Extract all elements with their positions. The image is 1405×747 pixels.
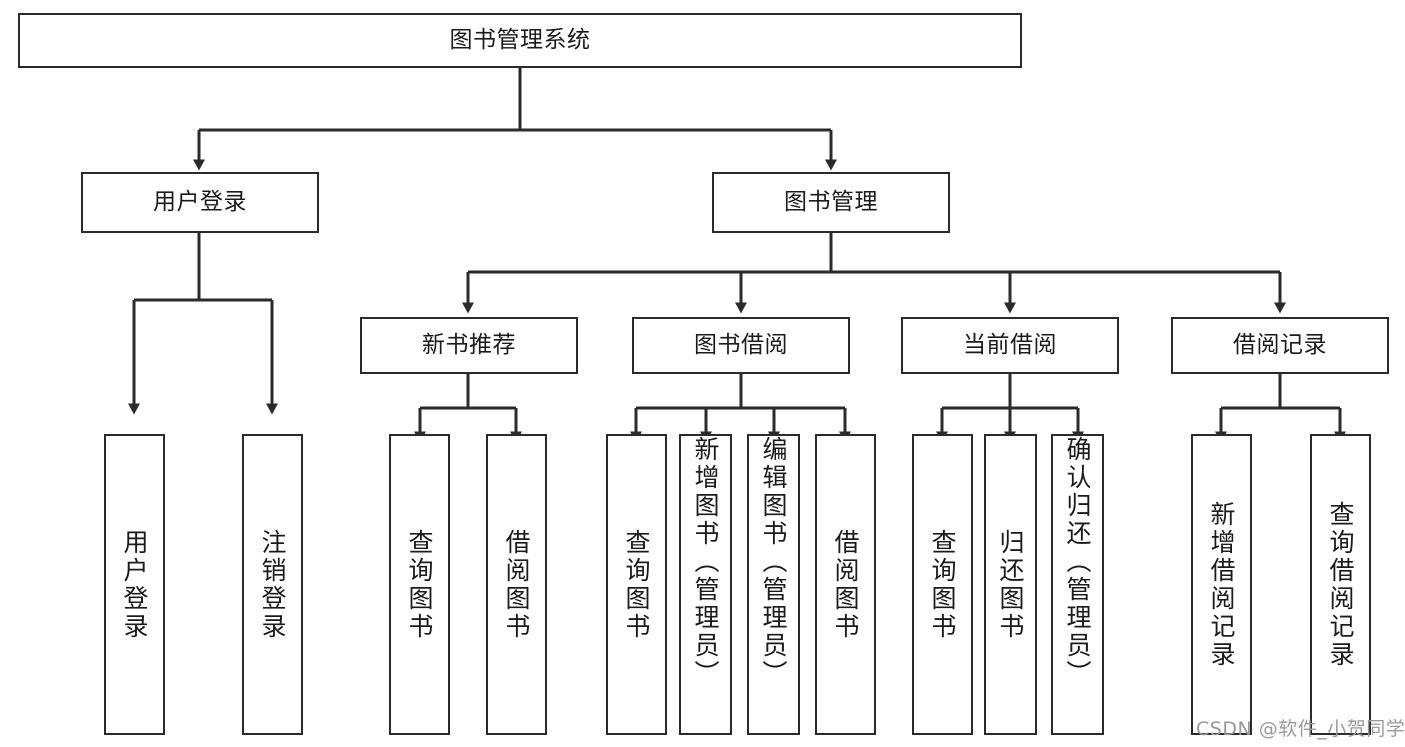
leaf-bb-add-book[interactable]: 新增图书（管理员） bbox=[679, 434, 732, 735]
node-label: 用户登录 bbox=[120, 528, 149, 641]
node-label: 归还图书 bbox=[996, 528, 1025, 641]
node-label: 查询借阅记录 bbox=[1326, 500, 1355, 669]
node-label: 查询图书 bbox=[405, 528, 434, 641]
node-label: 图书借阅 bbox=[694, 331, 788, 358]
node-user-login[interactable]: 用户登录 bbox=[81, 172, 319, 233]
node-label: 查询图书 bbox=[622, 528, 651, 641]
leaf-br-add-record[interactable]: 新增借阅记录 bbox=[1191, 434, 1252, 735]
node-label: 借阅图书 bbox=[502, 528, 531, 641]
leaf-cb-query-book[interactable]: 查询图书 bbox=[912, 434, 973, 735]
leaf-nb-borrow-book[interactable]: 借阅图书 bbox=[486, 434, 547, 735]
node-new-book-recommend[interactable]: 新书推荐 bbox=[360, 317, 578, 374]
leaf-user-login[interactable]: 用户登录 bbox=[104, 434, 165, 735]
node-label: 用户登录 bbox=[153, 188, 247, 215]
node-borrow-record[interactable]: 借阅记录 bbox=[1171, 317, 1389, 374]
node-label: 新增借阅记录 bbox=[1207, 500, 1236, 669]
new-book-to-leaves-connectors bbox=[414, 374, 522, 443]
node-label: 借阅图书 bbox=[831, 528, 860, 641]
leaf-bb-query-book[interactable]: 查询图书 bbox=[606, 434, 667, 735]
book-borrow-to-leaves-connectors bbox=[630, 374, 851, 443]
node-label: 借阅记录 bbox=[1233, 331, 1327, 358]
leaf-nb-query-book[interactable]: 查询图书 bbox=[389, 434, 450, 735]
csdn-watermark: CSDN @软件_小贺同学 bbox=[1196, 718, 1405, 740]
leaf-br-query-record[interactable]: 查询借阅记录 bbox=[1310, 434, 1371, 735]
node-label: 新书推荐 bbox=[422, 331, 516, 358]
node-label: 确认归还（管理员） bbox=[1063, 436, 1092, 688]
node-label: 新增图书（管理员） bbox=[691, 436, 720, 688]
node-label: 注销登录 bbox=[258, 528, 287, 641]
node-book-borrow[interactable]: 图书借阅 bbox=[632, 317, 850, 374]
leaf-cb-confirm-return[interactable]: 确认归还（管理员） bbox=[1051, 434, 1104, 735]
leaf-cb-return-book[interactable]: 归还图书 bbox=[984, 434, 1037, 735]
node-label: 当前借阅 bbox=[963, 331, 1057, 358]
leaf-logout[interactable]: 注销登录 bbox=[242, 434, 303, 735]
node-root-system[interactable]: 图书管理系统 bbox=[18, 13, 1022, 68]
leaf-bb-borrow-book[interactable]: 借阅图书 bbox=[815, 434, 876, 735]
node-book-management[interactable]: 图书管理 bbox=[712, 172, 950, 233]
node-label: 图书管理系统 bbox=[449, 26, 591, 53]
node-label: 编辑图书（管理员） bbox=[759, 436, 788, 688]
current-borrow-to-leaves-connectors bbox=[936, 374, 1084, 443]
root-to-level1-connectors bbox=[193, 68, 837, 171]
user-login-to-leaves-connectors bbox=[128, 233, 278, 415]
node-label: 查询图书 bbox=[928, 528, 957, 641]
book-manage-to-level2-connectors bbox=[462, 233, 1286, 314]
node-current-borrow[interactable]: 当前借阅 bbox=[901, 317, 1119, 374]
borrow-record-to-leaves-connectors bbox=[1215, 374, 1346, 443]
node-label: 图书管理 bbox=[784, 188, 878, 215]
leaf-bb-edit-book[interactable]: 编辑图书（管理员） bbox=[747, 434, 800, 735]
